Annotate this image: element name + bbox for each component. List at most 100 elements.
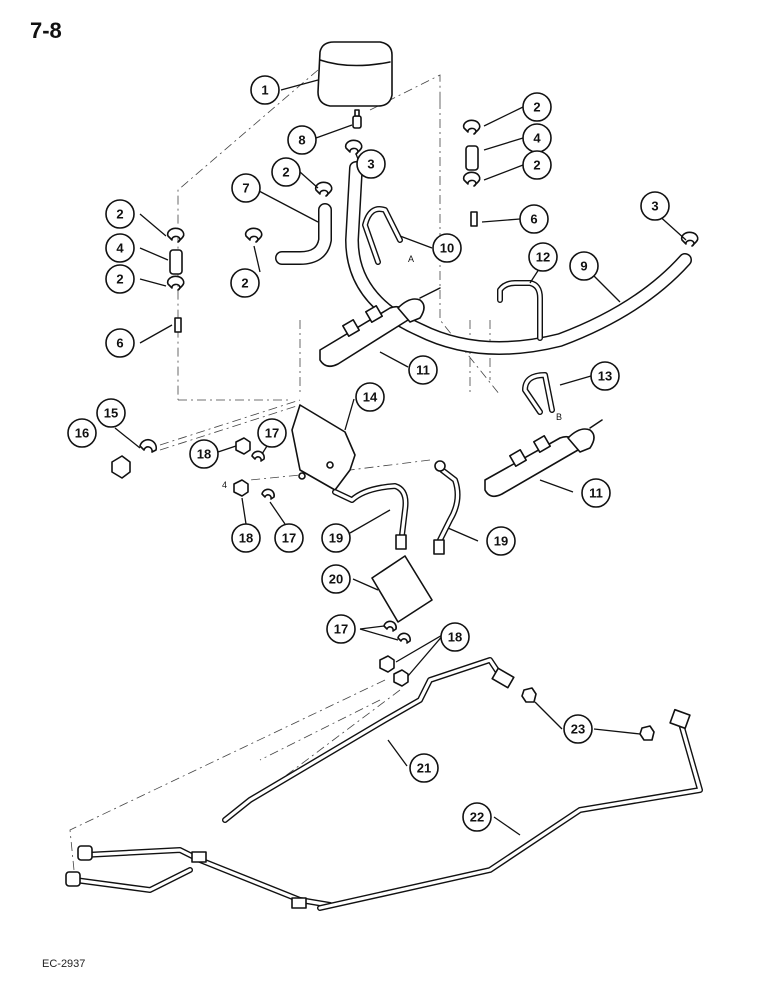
callout-22: 22	[462, 802, 492, 832]
hose-clip	[314, 181, 333, 197]
svg-text:7: 7	[242, 181, 249, 196]
short-hose	[275, 203, 332, 265]
svg-text:17: 17	[334, 622, 348, 637]
svg-text:2: 2	[533, 158, 540, 173]
spring-washer	[397, 632, 411, 644]
svg-text:11: 11	[589, 486, 603, 501]
transfer-pipe	[497, 280, 543, 341]
svg-text:14: 14	[363, 390, 378, 405]
callout-12: 12	[528, 242, 558, 272]
reservoir-fitting	[352, 109, 362, 129]
svg-text:18: 18	[239, 531, 253, 546]
svg-text:21: 21	[417, 761, 431, 776]
svg-text:20: 20	[329, 572, 343, 587]
callout-6: 6	[105, 328, 135, 358]
svg-text:4: 4	[533, 131, 541, 146]
union-fitting	[521, 687, 537, 703]
spring-washer	[139, 438, 158, 453]
hose-clip	[244, 227, 263, 243]
callout-17: 17	[257, 418, 287, 448]
hose-sleeve	[169, 249, 183, 275]
svg-text:8: 8	[298, 133, 305, 148]
master-cylinder-lower	[484, 419, 603, 498]
callout-10: 10	[432, 233, 462, 263]
hose-clip	[344, 139, 363, 155]
svg-text:19: 19	[494, 534, 508, 549]
callout-18: 18	[189, 439, 219, 469]
hose-sleeve	[465, 145, 479, 171]
callout-6: 6	[519, 204, 549, 234]
callout-11: 11	[408, 355, 438, 385]
svg-text:2: 2	[116, 272, 123, 287]
svg-text:19: 19	[329, 531, 343, 546]
spring-washer	[383, 620, 397, 632]
callout-17: 17	[274, 523, 304, 553]
hose-clip	[680, 231, 699, 247]
callout-3: 3	[640, 191, 670, 221]
callout-9: 9	[569, 251, 599, 281]
brake-pipe-right	[65, 708, 703, 911]
hose-clip	[166, 227, 185, 243]
fluid-reservoir	[317, 41, 393, 107]
brake-pipe-left	[72, 657, 515, 908]
svg-text:13: 13	[598, 369, 612, 384]
port-label-b: B	[556, 412, 562, 422]
spring-washer	[251, 450, 265, 462]
callout-8: 8	[287, 125, 317, 155]
svg-text:17: 17	[265, 426, 279, 441]
svg-text:22: 22	[470, 810, 484, 825]
callout-3: 3	[356, 149, 386, 179]
callout-14: 14	[355, 382, 385, 412]
hex-nut	[111, 455, 131, 479]
footer-code: EC-2937	[42, 958, 86, 970]
union-fitting	[639, 725, 655, 741]
guide-line	[159, 399, 301, 446]
callout-11: 11	[581, 478, 611, 508]
callout-1: 1	[250, 75, 280, 105]
callout-19: 19	[486, 526, 516, 556]
svg-text:16: 16	[75, 426, 89, 441]
flexible-hose-right	[433, 460, 461, 555]
callout-21: 21	[409, 753, 439, 783]
svg-text:1: 1	[261, 83, 268, 98]
port-label-a: A	[408, 254, 414, 264]
hex-nut	[393, 669, 409, 687]
guide-lines	[69, 69, 501, 881]
svg-text:17: 17	[282, 531, 296, 546]
hose-clip	[462, 119, 481, 135]
svg-text:9: 9	[580, 259, 587, 274]
svg-text:6: 6	[530, 212, 537, 227]
svg-text:2: 2	[533, 100, 540, 115]
svg-text:2: 2	[282, 165, 289, 180]
svg-text:18: 18	[197, 447, 211, 462]
spring-washer	[261, 488, 275, 500]
callout-4: 4	[105, 233, 135, 263]
svg-text:3: 3	[367, 157, 374, 172]
callout-23: 23	[563, 714, 593, 744]
callout-17: 17	[326, 614, 356, 644]
hex-nut	[233, 479, 249, 497]
page-label: 7-8	[30, 18, 62, 43]
callout-19: 19	[321, 523, 351, 553]
hose-clip	[462, 171, 481, 187]
callout-2: 2	[522, 150, 552, 180]
svg-text:2: 2	[116, 207, 123, 222]
hose-bracket	[371, 555, 433, 623]
bleed-screw	[174, 317, 182, 333]
master-cylinder-upper	[319, 287, 441, 368]
callout-18: 18	[440, 622, 470, 652]
svg-text:12: 12	[536, 250, 550, 265]
svg-text:4: 4	[116, 241, 124, 256]
hex-nut	[235, 437, 251, 455]
callout-2: 2	[105, 199, 135, 229]
svg-text:10: 10	[440, 241, 454, 256]
callout-2: 2	[522, 92, 552, 122]
svg-text:15: 15	[104, 406, 118, 421]
svg-text:2: 2	[241, 276, 248, 291]
flexible-hose-left	[332, 483, 409, 550]
callout-15: 15	[96, 398, 126, 428]
callout-7: 7	[231, 173, 261, 203]
svg-text:6: 6	[116, 336, 123, 351]
small-label-4: 4	[222, 480, 227, 490]
